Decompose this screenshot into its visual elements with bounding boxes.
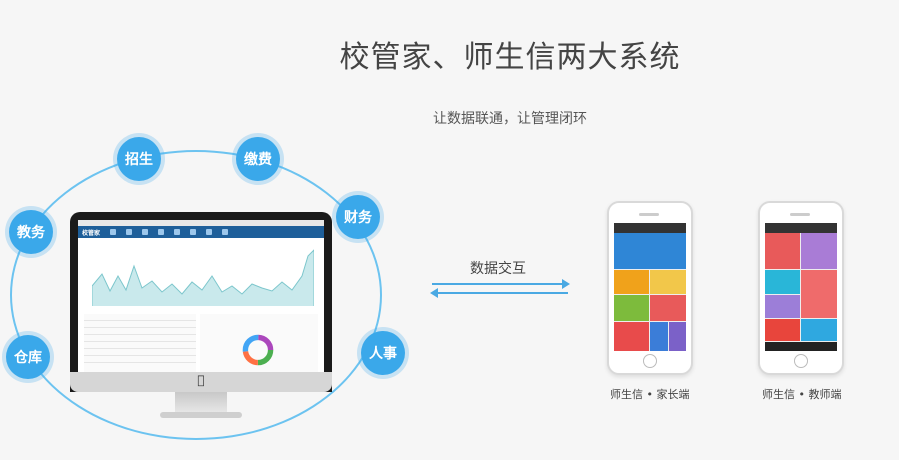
home-button [643, 354, 657, 368]
app-tile [765, 270, 800, 294]
phone-screen [765, 223, 837, 351]
exchange-label: 数据交互 [470, 261, 526, 277]
parent-phone-label: 师生信 • 家长端 [610, 388, 690, 401]
app-tile [801, 319, 837, 341]
page-subtitle: 让数据联通，让管理闭环 [433, 111, 587, 127]
table-row [84, 356, 196, 363]
app-tile [614, 223, 686, 233]
module-hr: 人事 [361, 331, 405, 375]
app-tile [614, 322, 649, 351]
arrow-left-icon [430, 288, 568, 298]
home-button [794, 354, 808, 368]
app-tile [650, 270, 686, 294]
table-row [84, 335, 196, 342]
module-academic: 教务 [9, 210, 53, 254]
app-tile [801, 270, 837, 318]
module-enrollment: 招生 [117, 137, 161, 181]
app-tile [669, 322, 686, 351]
nav-icon [142, 229, 149, 235]
app-tile [765, 342, 837, 351]
app-tile [614, 233, 686, 269]
nav-icon [206, 229, 213, 235]
monitor-chin [70, 372, 332, 392]
app-tile [650, 295, 686, 321]
module-finance: 财务 [336, 195, 380, 239]
app-tile [614, 295, 649, 321]
teacher-phone [758, 201, 844, 375]
phone-screen [614, 223, 686, 351]
app-tile [765, 295, 800, 318]
browser-bar [78, 220, 324, 226]
monitor-stand [175, 392, 227, 414]
app-nav-bar: 校管家 [78, 226, 324, 238]
monitor-screen: 校管家 [78, 220, 324, 376]
module-payment: 缴费 [236, 137, 280, 181]
app-tile [765, 233, 800, 269]
app-logo: 校管家 [82, 229, 101, 237]
nav-icon [190, 229, 197, 235]
list-panel [84, 314, 196, 372]
desktop-monitor: 校管家 [70, 212, 332, 392]
nav-icon [174, 229, 181, 235]
phone-speaker [790, 213, 810, 216]
teacher-phone-label: 师生信 • 教师端 [762, 388, 842, 401]
nav-icon [222, 229, 229, 235]
trend-chart-graphic [92, 249, 314, 306]
table-row [84, 321, 196, 328]
arrow-right-icon [432, 279, 570, 289]
nav-icon [110, 229, 117, 235]
table-row [84, 314, 196, 321]
table-row [84, 342, 196, 349]
app-tile [765, 319, 800, 341]
module-orbit [10, 150, 382, 440]
nav-icon [126, 229, 133, 235]
app-tile [650, 322, 668, 351]
monitor-foot [160, 412, 242, 418]
table-row [84, 349, 196, 356]
app-tile [765, 223, 837, 233]
stats-panel [200, 314, 318, 372]
app-tile [801, 233, 837, 269]
donut-chart-graphic [242, 334, 274, 366]
nav-icon [158, 229, 165, 235]
app-tile [614, 270, 649, 294]
apple-icon:  [195, 373, 207, 387]
table-row [84, 328, 196, 335]
phone-speaker [639, 213, 659, 216]
module-warehouse: 仓库 [6, 335, 50, 379]
page-title: 校管家、师生信两大系统 [339, 40, 681, 75]
parent-phone [607, 201, 693, 375]
